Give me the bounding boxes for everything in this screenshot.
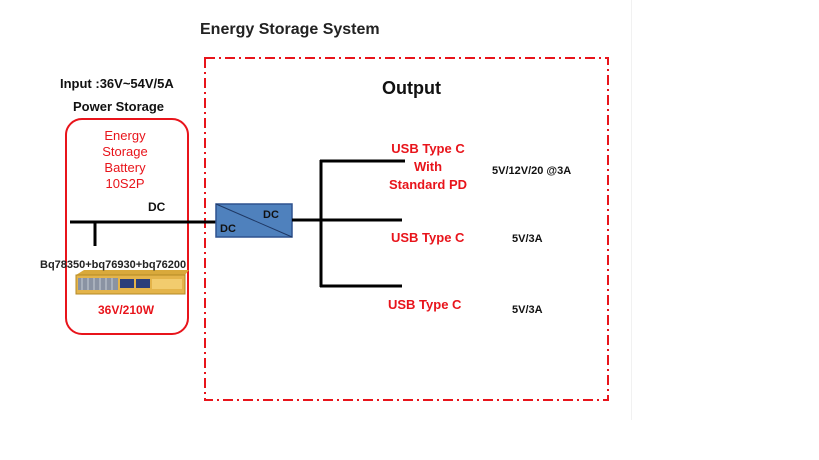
output-port-1-line: Standard PD	[388, 177, 467, 192]
battery-rating-label: 36V/210W	[98, 303, 155, 317]
battery-line: Storage	[102, 144, 148, 159]
output-port-3-spec: 5V/3A	[512, 304, 543, 316]
power-storage-box	[65, 118, 189, 335]
power-storage-label: Power Storage	[73, 99, 165, 114]
dc-bus-label: DC	[148, 200, 166, 214]
blank-panel	[631, 0, 819, 420]
output-port-1-line: With	[413, 159, 443, 174]
battery-line: Energy	[104, 128, 146, 143]
converter-in-label: DC	[220, 223, 236, 235]
input-spec-label: Input :36V~54V/5A	[60, 76, 174, 91]
output-port-3-label: USB Type C	[388, 297, 462, 312]
output-port-1-label: USB Type C With Standard PD	[378, 140, 478, 194]
output-port-2-spec: 5V/3A	[512, 233, 543, 245]
battery-pack-image	[75, 270, 189, 295]
diagram-title: Energy Storage System	[200, 21, 380, 38]
battery-line: 10S2P	[105, 176, 145, 191]
output-title: Output	[382, 78, 441, 98]
converter-out-label: DC	[263, 209, 279, 221]
output-port-1-line: USB Type C	[391, 141, 465, 156]
output-port-1-spec: 5V/12V/20 @3A	[492, 165, 572, 177]
output-port-2-label: USB Type C	[391, 230, 465, 245]
battery-description: Energy Storage Battery 10S2P	[90, 128, 160, 192]
battery-line: Battery	[104, 160, 146, 175]
bms-chip-label: Bq78350+bq76930+bq76200	[40, 259, 187, 271]
output-boundary	[204, 57, 609, 401]
